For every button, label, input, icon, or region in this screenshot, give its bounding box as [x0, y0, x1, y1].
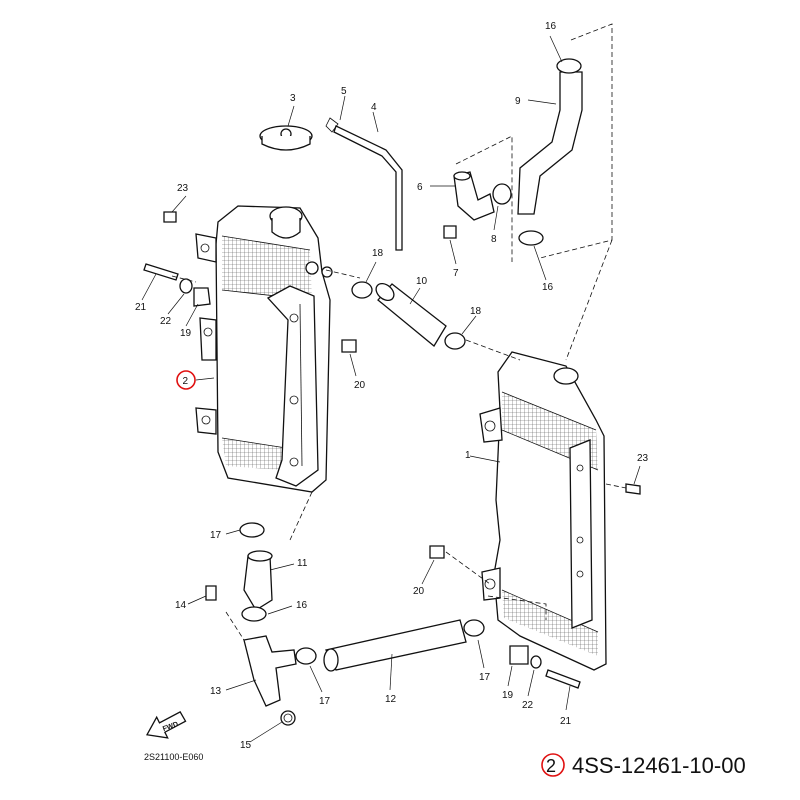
fasteners[interactable]	[143, 211, 641, 689]
upper-hose[interactable]	[373, 280, 447, 347]
fwd-arrow-icon: FWD	[146, 711, 187, 739]
lower-hoses[interactable]	[243, 550, 467, 726]
callout-6: 6	[417, 182, 423, 193]
callout-16-low: 16	[296, 600, 308, 611]
hose-9[interactable]	[517, 71, 583, 215]
callout-5: 5	[341, 86, 347, 97]
callout-16-mid: 16	[542, 282, 554, 293]
callout-16-top: 16	[545, 21, 557, 32]
callout-17-left: 17	[210, 530, 222, 541]
leader-lines	[141, 35, 641, 743]
joint-pipe[interactable]	[443, 171, 512, 239]
callout-10: 10	[416, 276, 428, 287]
callout-21-right: 21	[560, 716, 572, 727]
callout-23-left: 23	[177, 183, 189, 194]
callout-3: 3	[290, 93, 296, 104]
callout-20-top: 20	[354, 380, 366, 391]
callout-23-right: 23	[637, 453, 649, 464]
callout-17-right: 17	[479, 672, 491, 683]
callout-9: 9	[515, 96, 521, 107]
callout-14: 14	[175, 600, 187, 611]
callout-15: 15	[240, 740, 252, 751]
callout-17-mid: 17	[319, 696, 331, 707]
selected-part-number: 2 4SS-12461-10-00	[541, 753, 746, 778]
selected-ref: 2	[546, 756, 556, 776]
callout-22-left: 22	[160, 316, 172, 327]
left-radiator[interactable]	[195, 205, 333, 493]
radiator-cap[interactable]	[259, 125, 313, 151]
assembly-lines	[171, 23, 627, 641]
callout-21-left: 21	[135, 302, 147, 313]
part-number-text: 4SS-12461-10-00	[572, 753, 746, 778]
callout-8: 8	[491, 234, 497, 245]
callout-19-left: 19	[180, 328, 192, 339]
callout-1: 1	[465, 450, 471, 461]
svg-text:2: 2	[183, 376, 189, 387]
callout-7: 7	[453, 268, 459, 279]
callout-11: 11	[297, 558, 308, 569]
callout-22-right: 22	[522, 700, 534, 711]
callout-20-low: 20	[413, 586, 425, 597]
callout-12: 12	[385, 694, 397, 705]
diagram-code: 2S21100-E060	[144, 752, 203, 762]
right-radiator[interactable]	[479, 351, 607, 671]
callout-13: 13	[210, 686, 222, 697]
callout-19-right: 19	[502, 690, 514, 701]
callout-labels: 16 9 3 5 4 6 7 8 16 23 18 10 18 21 22 19…	[135, 21, 649, 751]
callout-2-selected[interactable]: 2	[176, 370, 196, 390]
callout-4: 4	[371, 102, 377, 113]
overflow-hose[interactable]	[325, 117, 403, 251]
callout-18-mid: 18	[470, 306, 482, 317]
callout-18-top: 18	[372, 248, 384, 259]
